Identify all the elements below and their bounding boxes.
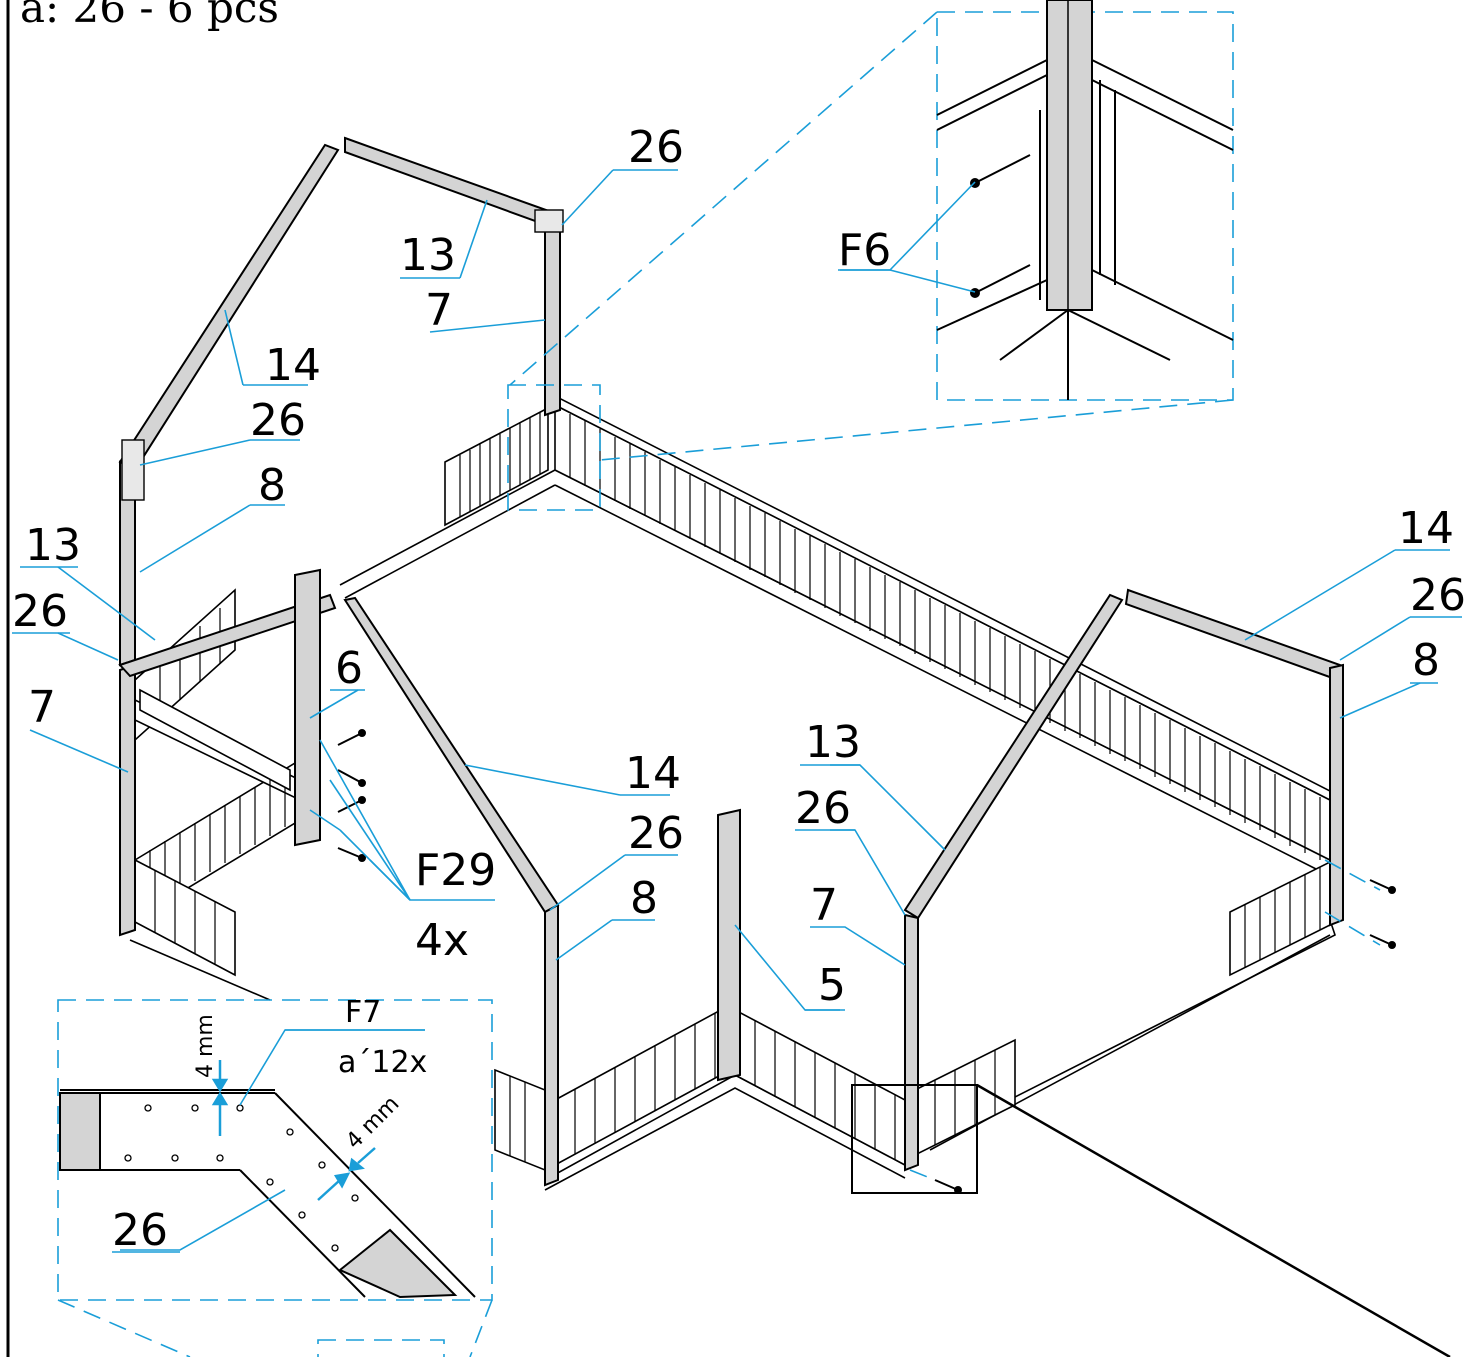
callout-26-right2: 26 [1410, 570, 1465, 621]
rafter-13-top [344, 136, 561, 232]
detail-fastener-label: F7 [345, 995, 381, 1030]
callout-26-mid: 26 [628, 808, 684, 859]
rafter-13-right [903, 593, 1124, 920]
post-5 [717, 808, 741, 1082]
header-text: a: 26 - 6 pcs [20, 0, 279, 32]
callout-5: 5 [818, 960, 846, 1011]
post-8-mid [544, 903, 559, 1187]
detail-gap-vertical: 4 mm [193, 1014, 218, 1078]
front-wall-panel [494, 1003, 1016, 1172]
post-6 [294, 568, 321, 847]
callout-14-right: 14 [1398, 503, 1454, 554]
callout-13-left: 13 [25, 520, 81, 571]
screw-icons [337, 729, 1396, 1194]
right-side-wall-panel [1229, 860, 1331, 977]
callout-7-right: 7 [810, 880, 838, 931]
gusset-26-left [121, 439, 145, 501]
leader-lines [29, 169, 1421, 1251]
detail-part-label: 26 [112, 1205, 168, 1256]
post-7-left [119, 663, 136, 937]
rear-left-wall-panel [444, 406, 549, 527]
callout-14-left: 14 [265, 340, 321, 391]
callout-7-left: 7 [28, 682, 56, 733]
callout-F29: F29 [415, 845, 496, 896]
callout-F6: F6 [838, 225, 891, 276]
post-7-top [544, 223, 561, 417]
callout-26-right: 26 [795, 783, 851, 834]
detail-bottom-right [851, 1083, 1451, 1357]
detail-fastener-qty: a´12x [338, 1045, 427, 1080]
callout-14-mid: 14 [625, 748, 681, 799]
post-7-right [904, 913, 919, 1172]
post-8-right [1329, 663, 1344, 927]
callout-26-top: 26 [628, 122, 684, 173]
gusset-26-top [534, 209, 564, 233]
callout-8-mid: 8 [630, 873, 658, 924]
callout-13-right: 13 [805, 717, 861, 768]
callout-13-top: 13 [400, 230, 456, 281]
callout-26-left2: 26 [12, 586, 68, 637]
callout-8-left: 8 [258, 460, 286, 511]
callout-F29-qty: 4x [415, 915, 469, 966]
rafter-14-right [1124, 588, 1342, 682]
callout-8-right: 8 [1412, 635, 1440, 686]
callout-7-top: 7 [425, 285, 453, 336]
detail-top-right [507, 0, 1234, 511]
rafter-13-left [118, 593, 337, 678]
detail-gap-diagonal: 4 mm [342, 1091, 405, 1154]
callout-6: 6 [335, 643, 363, 694]
callout-26-left: 26 [250, 395, 306, 446]
detail-bottom-left [57, 999, 493, 1357]
left-inner-wall-panel [134, 588, 301, 977]
